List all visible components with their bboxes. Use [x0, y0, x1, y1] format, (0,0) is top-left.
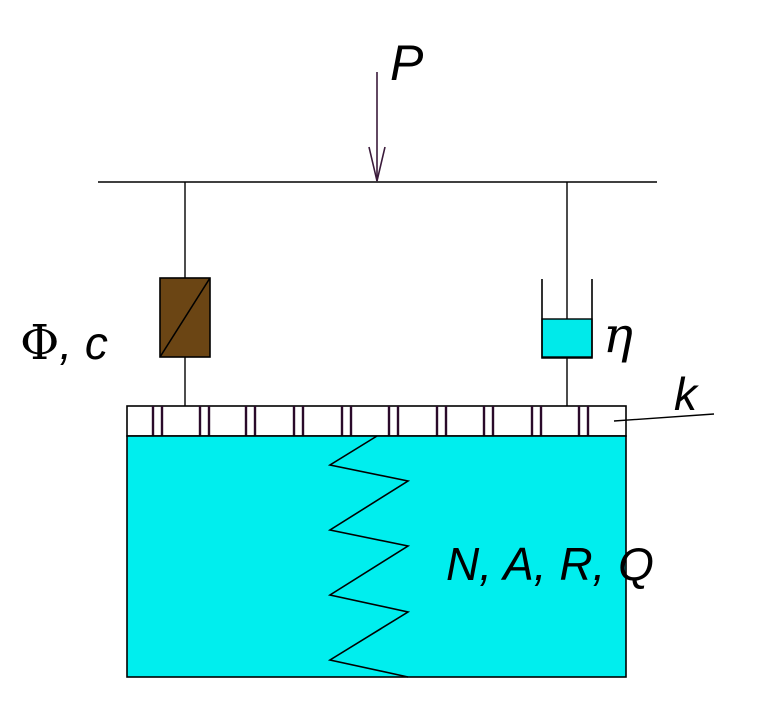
dashpot: [541, 182, 593, 406]
load-label: P: [390, 35, 424, 91]
friction-suffix: , c: [59, 317, 108, 369]
friction-symbol: Φ: [20, 315, 59, 371]
spring-params-label: N, A, R, Q: [446, 538, 654, 590]
dashpot-fluid: [541, 318, 593, 358]
porous-stone: [126, 405, 627, 437]
permeability-leader: [613, 413, 715, 422]
load-arrow: [368, 72, 386, 182]
permeability-label: k: [674, 368, 699, 420]
viscosity-label: η: [603, 306, 633, 364]
zigzag-spring-icon: [327, 435, 411, 678]
friction-element: [159, 182, 211, 406]
friction-label: Φ, c: [20, 315, 108, 371]
water-container: [126, 435, 627, 678]
